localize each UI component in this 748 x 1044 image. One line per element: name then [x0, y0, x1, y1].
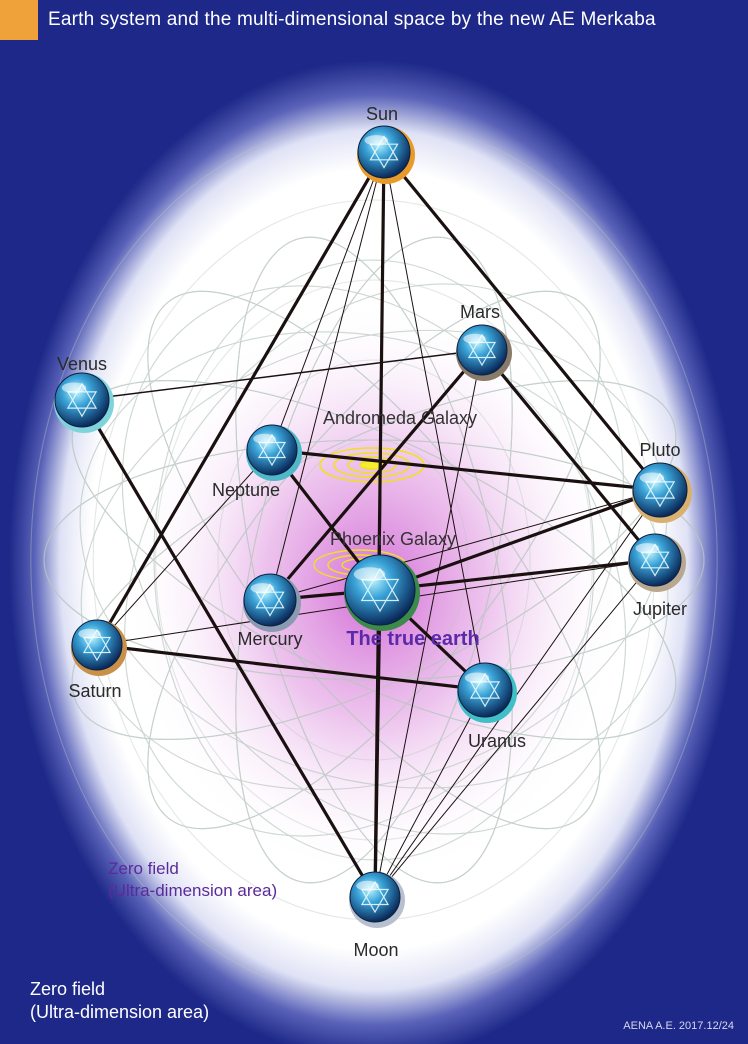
- label-uranus: Uranus: [468, 731, 526, 751]
- zero-field-inner-line1: Zero field: [108, 859, 179, 878]
- zero-field-inner-line2: (Ultra-dimension area): [108, 881, 278, 900]
- planet-orbs: [54, 125, 692, 928]
- label-mars: Mars: [460, 302, 500, 322]
- link-pluto-moon: [374, 489, 661, 898]
- orb-jupiter: [628, 533, 686, 592]
- link-pluto-mercury: [269, 489, 661, 601]
- credit-text: AENA A.E. 2017.12/24: [623, 1020, 734, 1032]
- label-andromeda-galaxy: Andromeda Galaxy: [323, 408, 477, 428]
- orb-saturn: [71, 619, 127, 676]
- label-mercury: Mercury: [237, 629, 302, 649]
- title-accent-block: [0, 0, 38, 40]
- orb-mercury: [243, 573, 301, 632]
- zero-field-outer-line2: (Ultra-dimension area): [30, 1002, 210, 1022]
- orb-earth: [344, 554, 420, 631]
- link-neptune-pluto: [271, 448, 661, 492]
- link-mars-moon: [374, 349, 483, 898]
- link-jupiter-moon: [374, 559, 656, 898]
- link-sun-saturn: [95, 151, 386, 646]
- label-saturn: Saturn: [68, 681, 121, 701]
- label-neptune: Neptune: [212, 480, 280, 500]
- link-sun-pluto: [382, 150, 662, 492]
- link-mars-mercury: [268, 348, 484, 602]
- label-moon: Moon: [353, 940, 398, 960]
- orb-uranus: [457, 662, 517, 723]
- orb-sun: [357, 125, 415, 184]
- orb-neptune: [246, 424, 302, 481]
- link-earth-pluto: [379, 488, 661, 592]
- zero-field-inner-label: Zero field (Ultra-dimension area): [108, 858, 277, 902]
- link-sun-uranus: [383, 151, 486, 691]
- link-venus-mars: [81, 349, 483, 401]
- label-sun: Sun: [366, 104, 398, 124]
- link-earth-moon: [373, 589, 382, 898]
- link-neptune-saturn: [96, 449, 273, 646]
- label-jupiter: Jupiter: [633, 599, 687, 619]
- zero-field-outer-label: Zero field (Ultra-dimension area): [30, 978, 209, 1024]
- title-bar: Earth system and the multi-dimensional s…: [0, 0, 748, 40]
- link-sun-neptune: [271, 151, 385, 451]
- zero-field-outer-line1: Zero field: [30, 979, 106, 999]
- label-venus: Venus: [57, 354, 107, 374]
- label-pluto: Pluto: [639, 440, 680, 460]
- link-venus-moon: [80, 399, 377, 898]
- link-earth-jupiter: [379, 558, 656, 592]
- link-mars-jupiter: [480, 348, 657, 562]
- link-uranus-moon: [374, 689, 486, 898]
- page-title: Earth system and the multi-dimensional s…: [48, 9, 656, 30]
- label-phoenix-galaxy: Phoenix Galaxy: [330, 529, 456, 549]
- link-sun-mercury: [269, 151, 385, 601]
- label-true-earth: The true earth: [346, 628, 479, 650]
- orb-moon: [349, 871, 405, 928]
- orb-venus: [54, 372, 114, 433]
- link-saturn-uranus: [96, 643, 486, 692]
- orb-mars: [456, 324, 512, 381]
- orb-pluto: [632, 462, 692, 523]
- link-sun-earth: [379, 151, 385, 591]
